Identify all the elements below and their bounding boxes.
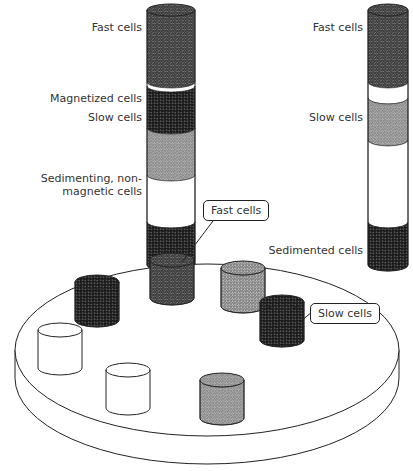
tube-outline: [38, 330, 82, 375]
tube-mouth: [221, 261, 265, 275]
tube: [147, 4, 195, 271]
tube-body: [147, 10, 195, 271]
tube: [75, 275, 119, 327]
cell-layer: [147, 86, 195, 134]
tube: [260, 295, 304, 347]
tube-body: [368, 10, 408, 271]
tube: [368, 4, 408, 271]
tube-outline: [368, 10, 408, 271]
tube-outline: [147, 10, 195, 271]
side-label: Sedimented cells: [223, 244, 363, 257]
tube: [106, 363, 150, 415]
cell-layer: [368, 222, 408, 271]
tube-outline: [75, 282, 119, 327]
side-label: Fast cells: [223, 21, 363, 34]
tube-mouth: [75, 275, 119, 289]
cell-layer: [147, 175, 195, 228]
tube-outline: [260, 302, 304, 347]
cell-layer: [368, 98, 408, 146]
tube-outline: [200, 380, 244, 425]
callout-box: Fast cells: [203, 200, 269, 221]
cell-layer: [368, 140, 408, 228]
side-label: Fast cells: [2, 21, 142, 34]
cell-layer: [147, 10, 195, 88]
tube-outline: [221, 268, 265, 313]
cell-layer: [147, 128, 195, 181]
cell-layer: [368, 10, 408, 88]
tube-mouth: [368, 4, 408, 16]
tube-mouth: [38, 323, 82, 337]
tube: [38, 323, 82, 375]
cell-layer: [368, 82, 408, 104]
tube-outline: [150, 260, 194, 305]
rotor-top: [15, 264, 399, 436]
callout-box: Slow cells: [310, 303, 380, 324]
cell-layer: [147, 222, 195, 271]
side-label: Slow cells: [223, 111, 363, 124]
tube-mouth: [106, 363, 150, 377]
callout-text: Fast cells: [211, 204, 261, 217]
tube-mouth: [147, 4, 195, 16]
tube: [200, 373, 244, 425]
callout-text: Slow cells: [318, 307, 372, 320]
tube: [221, 261, 265, 313]
tube-mouth: [260, 295, 304, 309]
side-label: Slow cells: [2, 111, 142, 124]
leader-line: [182, 221, 213, 262]
side-label: Magnetized cells: [2, 92, 142, 105]
tube-mouth: [200, 373, 244, 387]
side-label: Sedimenting, non-magnetic cells: [2, 172, 142, 198]
tube: [150, 253, 194, 305]
leader-line: [300, 314, 310, 323]
tube-outline: [106, 370, 150, 415]
